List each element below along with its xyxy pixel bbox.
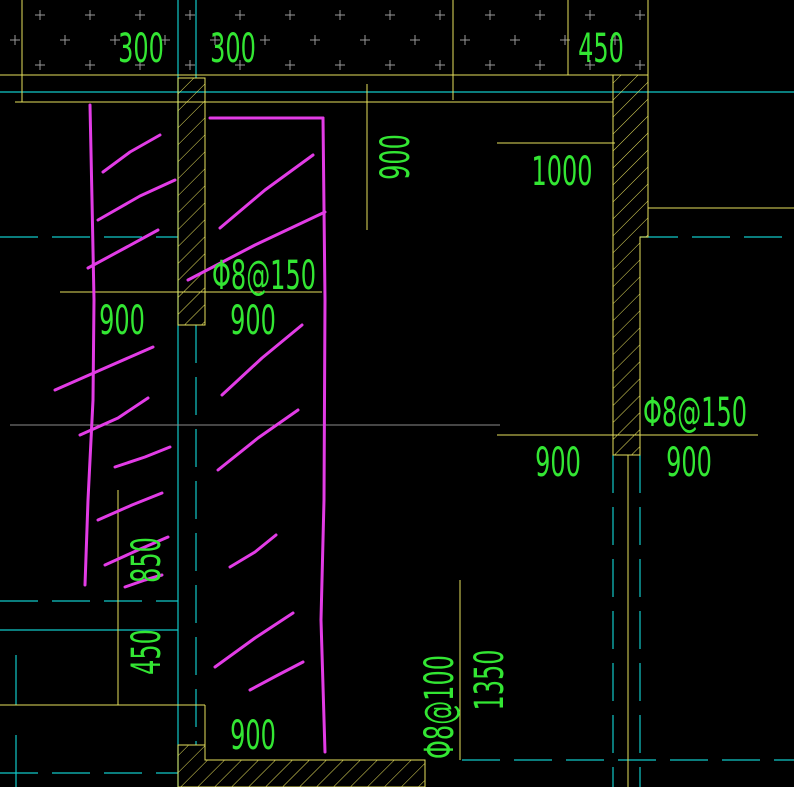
dimension-label-right-span-b: 900 <box>666 438 712 485</box>
dimension-label-top-left-b: 300 <box>210 24 256 71</box>
markup-stroke-left-6 <box>113 445 172 469</box>
dimension-label-top-right: 450 <box>578 24 624 71</box>
dimension-label-right-span-a: 900 <box>535 438 581 485</box>
hatched-slab-bottom <box>177 744 426 787</box>
hatched-wall-right <box>612 74 649 456</box>
dimension-label-right-upper-span: 1000 <box>531 147 592 194</box>
markup-stroke-right-4 <box>216 408 300 472</box>
markup-stroke-left-5 <box>78 396 150 437</box>
dimension-label-left-vertical-a: 850 <box>122 537 169 583</box>
soil-hatch-area <box>0 0 650 74</box>
hatched-wall-left <box>177 77 206 326</box>
markup-line-right-vertical <box>319 116 327 754</box>
markup-stroke-left-7 <box>96 491 164 522</box>
markup-stroke-left-8 <box>103 535 170 567</box>
rebar-label-bottom: Φ8@100 <box>415 655 462 759</box>
markup-line-left-vertical <box>83 103 96 587</box>
markup-stroke-left-9 <box>123 573 164 589</box>
markup-stroke-right-5 <box>228 533 278 569</box>
dimension-label-top-left-a: 300 <box>118 24 164 71</box>
markup-stroke-right-1 <box>218 153 315 230</box>
rebar-label-left: Φ8@150 <box>212 251 316 298</box>
markup-stroke-left-4 <box>53 345 155 392</box>
dimension-label-bottom-span: 900 <box>230 711 276 758</box>
markup-stroke-left-3 <box>86 228 160 270</box>
dimension-label-vertical-upper: 900 <box>371 134 418 180</box>
dimension-label-left-vertical-b: 450 <box>122 629 169 675</box>
markup-stroke-right-7 <box>248 660 305 692</box>
markup-stroke-right-6 <box>213 611 295 669</box>
dimension-label-left-span-a: 900 <box>99 296 145 343</box>
dimension-label-right-vertical-lower: 1350 <box>465 649 512 710</box>
rebar-label-right: Φ8@150 <box>643 388 747 435</box>
markup-stroke-right-2 <box>186 210 327 282</box>
markup-stroke-right-3 <box>220 323 304 397</box>
markup-stroke-left-1 <box>101 133 162 174</box>
dimension-label-left-span-b: 900 <box>230 296 276 343</box>
markup-stroke-left-2 <box>96 178 177 222</box>
